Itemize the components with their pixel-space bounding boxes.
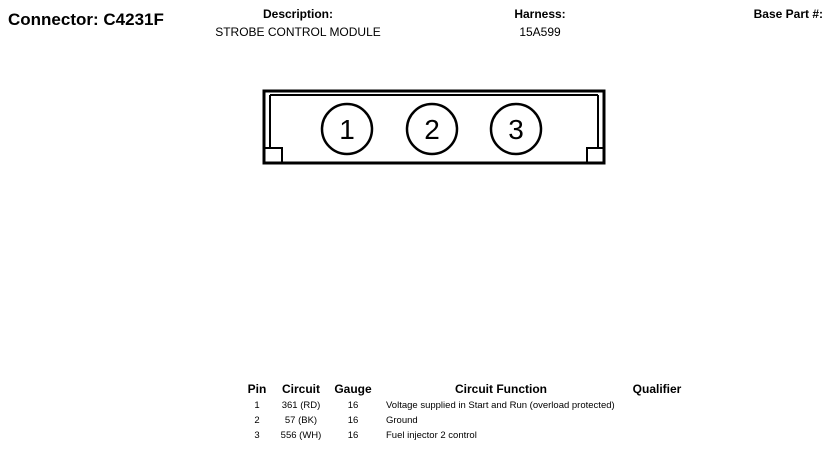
row-pin: 2 bbox=[254, 415, 260, 426]
row-gauge: 16 bbox=[347, 415, 359, 426]
row-function: Fuel injector 2 control bbox=[386, 430, 477, 441]
pin-table: Pin Circuit Gauge Circuit Function Quali… bbox=[240, 382, 690, 443]
row-qualifier bbox=[624, 398, 690, 413]
pin-label-3: 3 bbox=[508, 114, 524, 145]
table-row: 3 556 (WH) 16 Fuel injector 2 control bbox=[240, 428, 690, 443]
pin-cavity-2: 2 bbox=[405, 102, 459, 156]
row-circuit: 57 (BK) bbox=[284, 415, 318, 426]
pin-circle bbox=[405, 102, 459, 156]
header-circuit: Circuit bbox=[281, 382, 320, 396]
key-tab-right bbox=[586, 147, 605, 164]
harness-label: Harness: bbox=[514, 7, 566, 21]
connector-title: Connector: C4231F bbox=[8, 10, 164, 29]
row-circuit: 556 (WH) bbox=[280, 430, 322, 441]
row-gauge: 16 bbox=[347, 400, 359, 411]
row-pin: 1 bbox=[254, 400, 260, 411]
row-function: Ground bbox=[386, 415, 418, 426]
pin-label-1: 1 bbox=[339, 114, 355, 145]
row-qualifier bbox=[624, 413, 690, 428]
pin-label-2: 2 bbox=[424, 114, 440, 145]
pin-cavity-3: 3 bbox=[489, 102, 543, 156]
harness-value: 15A599 bbox=[519, 25, 561, 39]
header-qualifier: Qualifier bbox=[632, 382, 682, 396]
connector-face-diagram: 1 2 3 bbox=[262, 89, 606, 165]
row-qualifier bbox=[624, 428, 690, 443]
row-function: Voltage supplied in Start and Run (overl… bbox=[386, 400, 615, 411]
base-part-label: Base Part #: bbox=[753, 7, 823, 21]
row-pin: 3 bbox=[254, 430, 260, 441]
description-value: STROBE CONTROL MODULE bbox=[215, 25, 381, 39]
header-gauge: Gauge bbox=[334, 382, 372, 396]
header-pin: Pin bbox=[247, 382, 267, 396]
row-gauge: 16 bbox=[347, 430, 359, 441]
pin-circle bbox=[489, 102, 543, 156]
table-row: 2 57 (BK) 16 Ground bbox=[240, 413, 690, 428]
row-circuit: 361 (RD) bbox=[281, 400, 321, 411]
pin-circle bbox=[320, 102, 374, 156]
table-row: 1 361 (RD) 16 Voltage supplied in Start … bbox=[240, 398, 690, 413]
key-tab-left bbox=[263, 147, 283, 164]
pin-cavity-1: 1 bbox=[320, 102, 374, 156]
pin-table-header-row: Pin Circuit Gauge Circuit Function Quali… bbox=[240, 382, 690, 398]
header-circuit-function: Circuit Function bbox=[455, 382, 547, 396]
description-label: Description: bbox=[262, 7, 333, 21]
